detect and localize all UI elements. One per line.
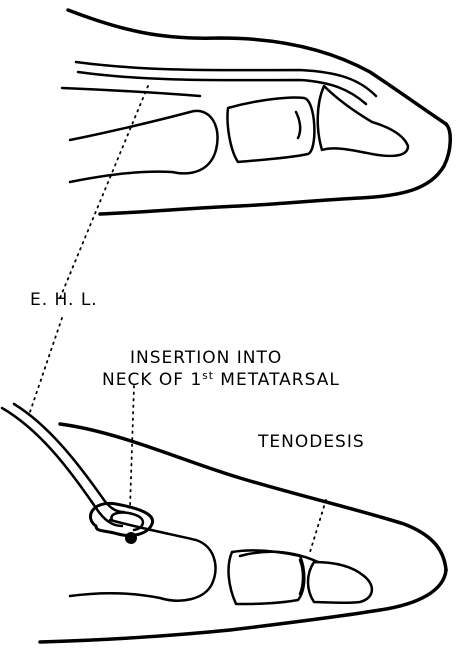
ehl-label: E. H. L.	[30, 290, 98, 310]
top-plantar-crease	[296, 112, 300, 138]
bottom-plantar-crease	[300, 560, 303, 594]
top-skin-fold	[62, 88, 200, 96]
leader-lines	[30, 86, 326, 552]
insertion-label-text-b: METATARSAL	[214, 370, 340, 390]
bottom-toe-dorsal-outline	[60, 424, 446, 570]
tenodesis-leader	[310, 500, 326, 552]
insertion-label-ordinal: st	[202, 370, 214, 382]
insertion-label-line1: INSERTION INTO	[130, 348, 282, 368]
bottom-ehl-tendon-inner	[14, 404, 124, 512]
top-toe	[62, 10, 450, 214]
bottom-toe	[2, 404, 446, 642]
ehl-leader-upper	[60, 86, 148, 298]
ehl-leader-lower	[30, 318, 62, 412]
bottom-toe-tip-outline	[40, 570, 446, 642]
insertion-label-text-a: NECK OF 1	[102, 370, 202, 390]
insertion-label-line2: NECK OF 1st METATARSAL	[102, 370, 340, 390]
top-metatarsal-head	[70, 111, 218, 182]
tenodesis-label: TENODESIS	[258, 432, 365, 452]
bottom-proximal-phalanx	[229, 550, 305, 604]
top-toe-tip-outline	[100, 124, 450, 214]
insertion-leader	[130, 386, 134, 508]
bottom-distal-phalanx	[308, 562, 372, 603]
top-distal-phalanx	[318, 86, 408, 156]
bottom-drill-hole	[125, 532, 137, 544]
